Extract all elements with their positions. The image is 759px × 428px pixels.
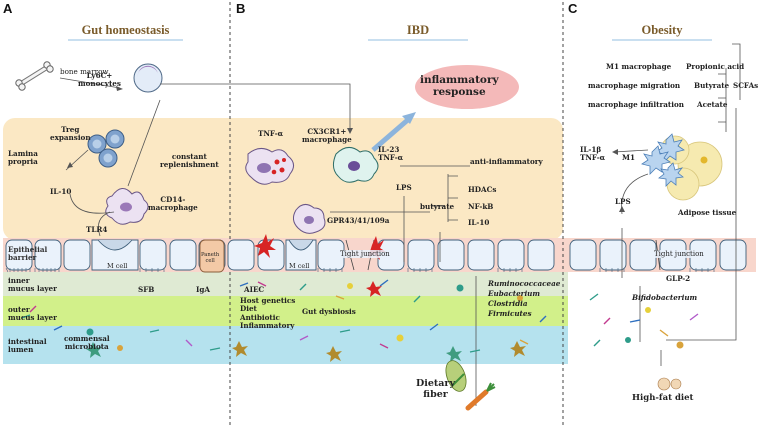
- vegetables-icon: [445, 360, 496, 411]
- label-eubacterium: Eubacterium: [488, 289, 541, 298]
- label-ly6c-monocytes: Ly6C+ monocytes: [78, 71, 121, 89]
- label-outer-mucus: outer mucus layer: [8, 305, 57, 323]
- outer-mucus-band: [3, 296, 568, 326]
- label-bone-marrow: bone marrow: [60, 67, 109, 76]
- label-tight-junction-c: Tight junction: [654, 250, 704, 259]
- label-il1b-tnf: IL-1β TNF-α: [580, 145, 606, 163]
- label-aiec: AIEC: [244, 285, 265, 294]
- label-tnf-b: TNF-α: [258, 129, 284, 138]
- panel-title-c: Obesity: [612, 23, 712, 41]
- panel-title-a: Gut homeostasis: [68, 23, 183, 41]
- label-butyrate-b: butyrate: [420, 202, 455, 211]
- inflammatory-response: inflammatory response: [420, 74, 499, 98]
- label-cx3cr1-macrophage: CX3CR1+ macrophage: [302, 127, 352, 145]
- label-lps-b: LPS: [396, 183, 412, 192]
- label-macrophage-infiltration: macrophage infiltration: [588, 100, 684, 109]
- label-hdacs: HDACs: [468, 185, 497, 194]
- label-lamina-propria: Lamina propria: [8, 149, 38, 167]
- label-paneth-cell: Paneth cell: [201, 252, 220, 264]
- label-tight-junction-b: Tight junction: [340, 250, 390, 259]
- label-intestinal-lumen: intestinal lumen: [8, 337, 47, 355]
- label-treg-expansion: Treg expansion: [50, 125, 91, 143]
- label-iga: IgA: [196, 285, 210, 294]
- label-epithelial-barrier: Epithelial barrier: [8, 245, 48, 263]
- lumen-band: [3, 326, 568, 364]
- label-gpr43: GPR43/41/109a: [327, 216, 390, 225]
- label-dietary-fiber: Dietary fiber: [416, 378, 455, 400]
- label-glp2: GLP-2: [666, 274, 691, 283]
- label-propionic-acid: Propionic acid: [686, 62, 745, 71]
- bone-icon: [15, 61, 54, 91]
- panel-letter-b: B: [236, 1, 246, 16]
- label-m-cell-a: M cell: [107, 262, 128, 270]
- label-butyrate-c: Butyrate: [694, 81, 730, 90]
- label-inner-mucus: inner mucus layer: [8, 276, 57, 294]
- label-bifidobacterium: Bifidobacterium: [632, 293, 698, 302]
- panel-letter-a: A: [3, 1, 13, 16]
- label-high-fat-diet: High-fat diet: [632, 393, 694, 403]
- label-adipose-tissue: Adipose tissue: [678, 208, 737, 217]
- label-anti-inflammatory: anti-inflammatory: [470, 157, 543, 166]
- label-firmicutes: Firmicutes: [488, 309, 532, 318]
- label-acetate: Acetate: [697, 100, 728, 109]
- label-cd14-macrophage: CD14- macrophage: [148, 195, 198, 213]
- label-commensal-microbiota: commensal microbiota: [64, 334, 110, 352]
- label-tlr4: TLR4: [86, 225, 108, 234]
- panel-title-b: IBD: [368, 23, 468, 41]
- label-nfkb: NF-kB: [468, 202, 494, 211]
- high-fat-food-icon: [657, 377, 682, 391]
- label-macrophage-migration: macrophage migration: [588, 81, 681, 90]
- label-m1: M1: [622, 153, 635, 162]
- label-sfb: SFB: [138, 285, 155, 294]
- label-host-factors: Host genetics Diet Antibiotic Inflammato…: [240, 296, 296, 331]
- panel-letter-c: C: [568, 1, 578, 16]
- label-lps-c: LPS: [615, 197, 631, 206]
- label-ruminococcaceae: Ruminococcaceae: [488, 279, 561, 288]
- label-m1-macrophage: M1 macrophage: [606, 62, 672, 71]
- label-il10-b: IL-10: [468, 218, 490, 227]
- label-constant-replenishment: constant replenishment: [160, 152, 219, 170]
- inner-mucus-band: [3, 272, 568, 296]
- label-clostridia: Clostridia: [488, 299, 528, 308]
- label-gut-dysbiosis: Gut dysbiosis: [302, 307, 356, 316]
- label-il23-tnf: IL-23 TNF-α: [378, 145, 404, 163]
- label-scfas: SCFAs: [733, 81, 759, 90]
- label-il10-a: IL-10: [50, 187, 72, 196]
- label-m-cell-b: M cell: [289, 262, 310, 270]
